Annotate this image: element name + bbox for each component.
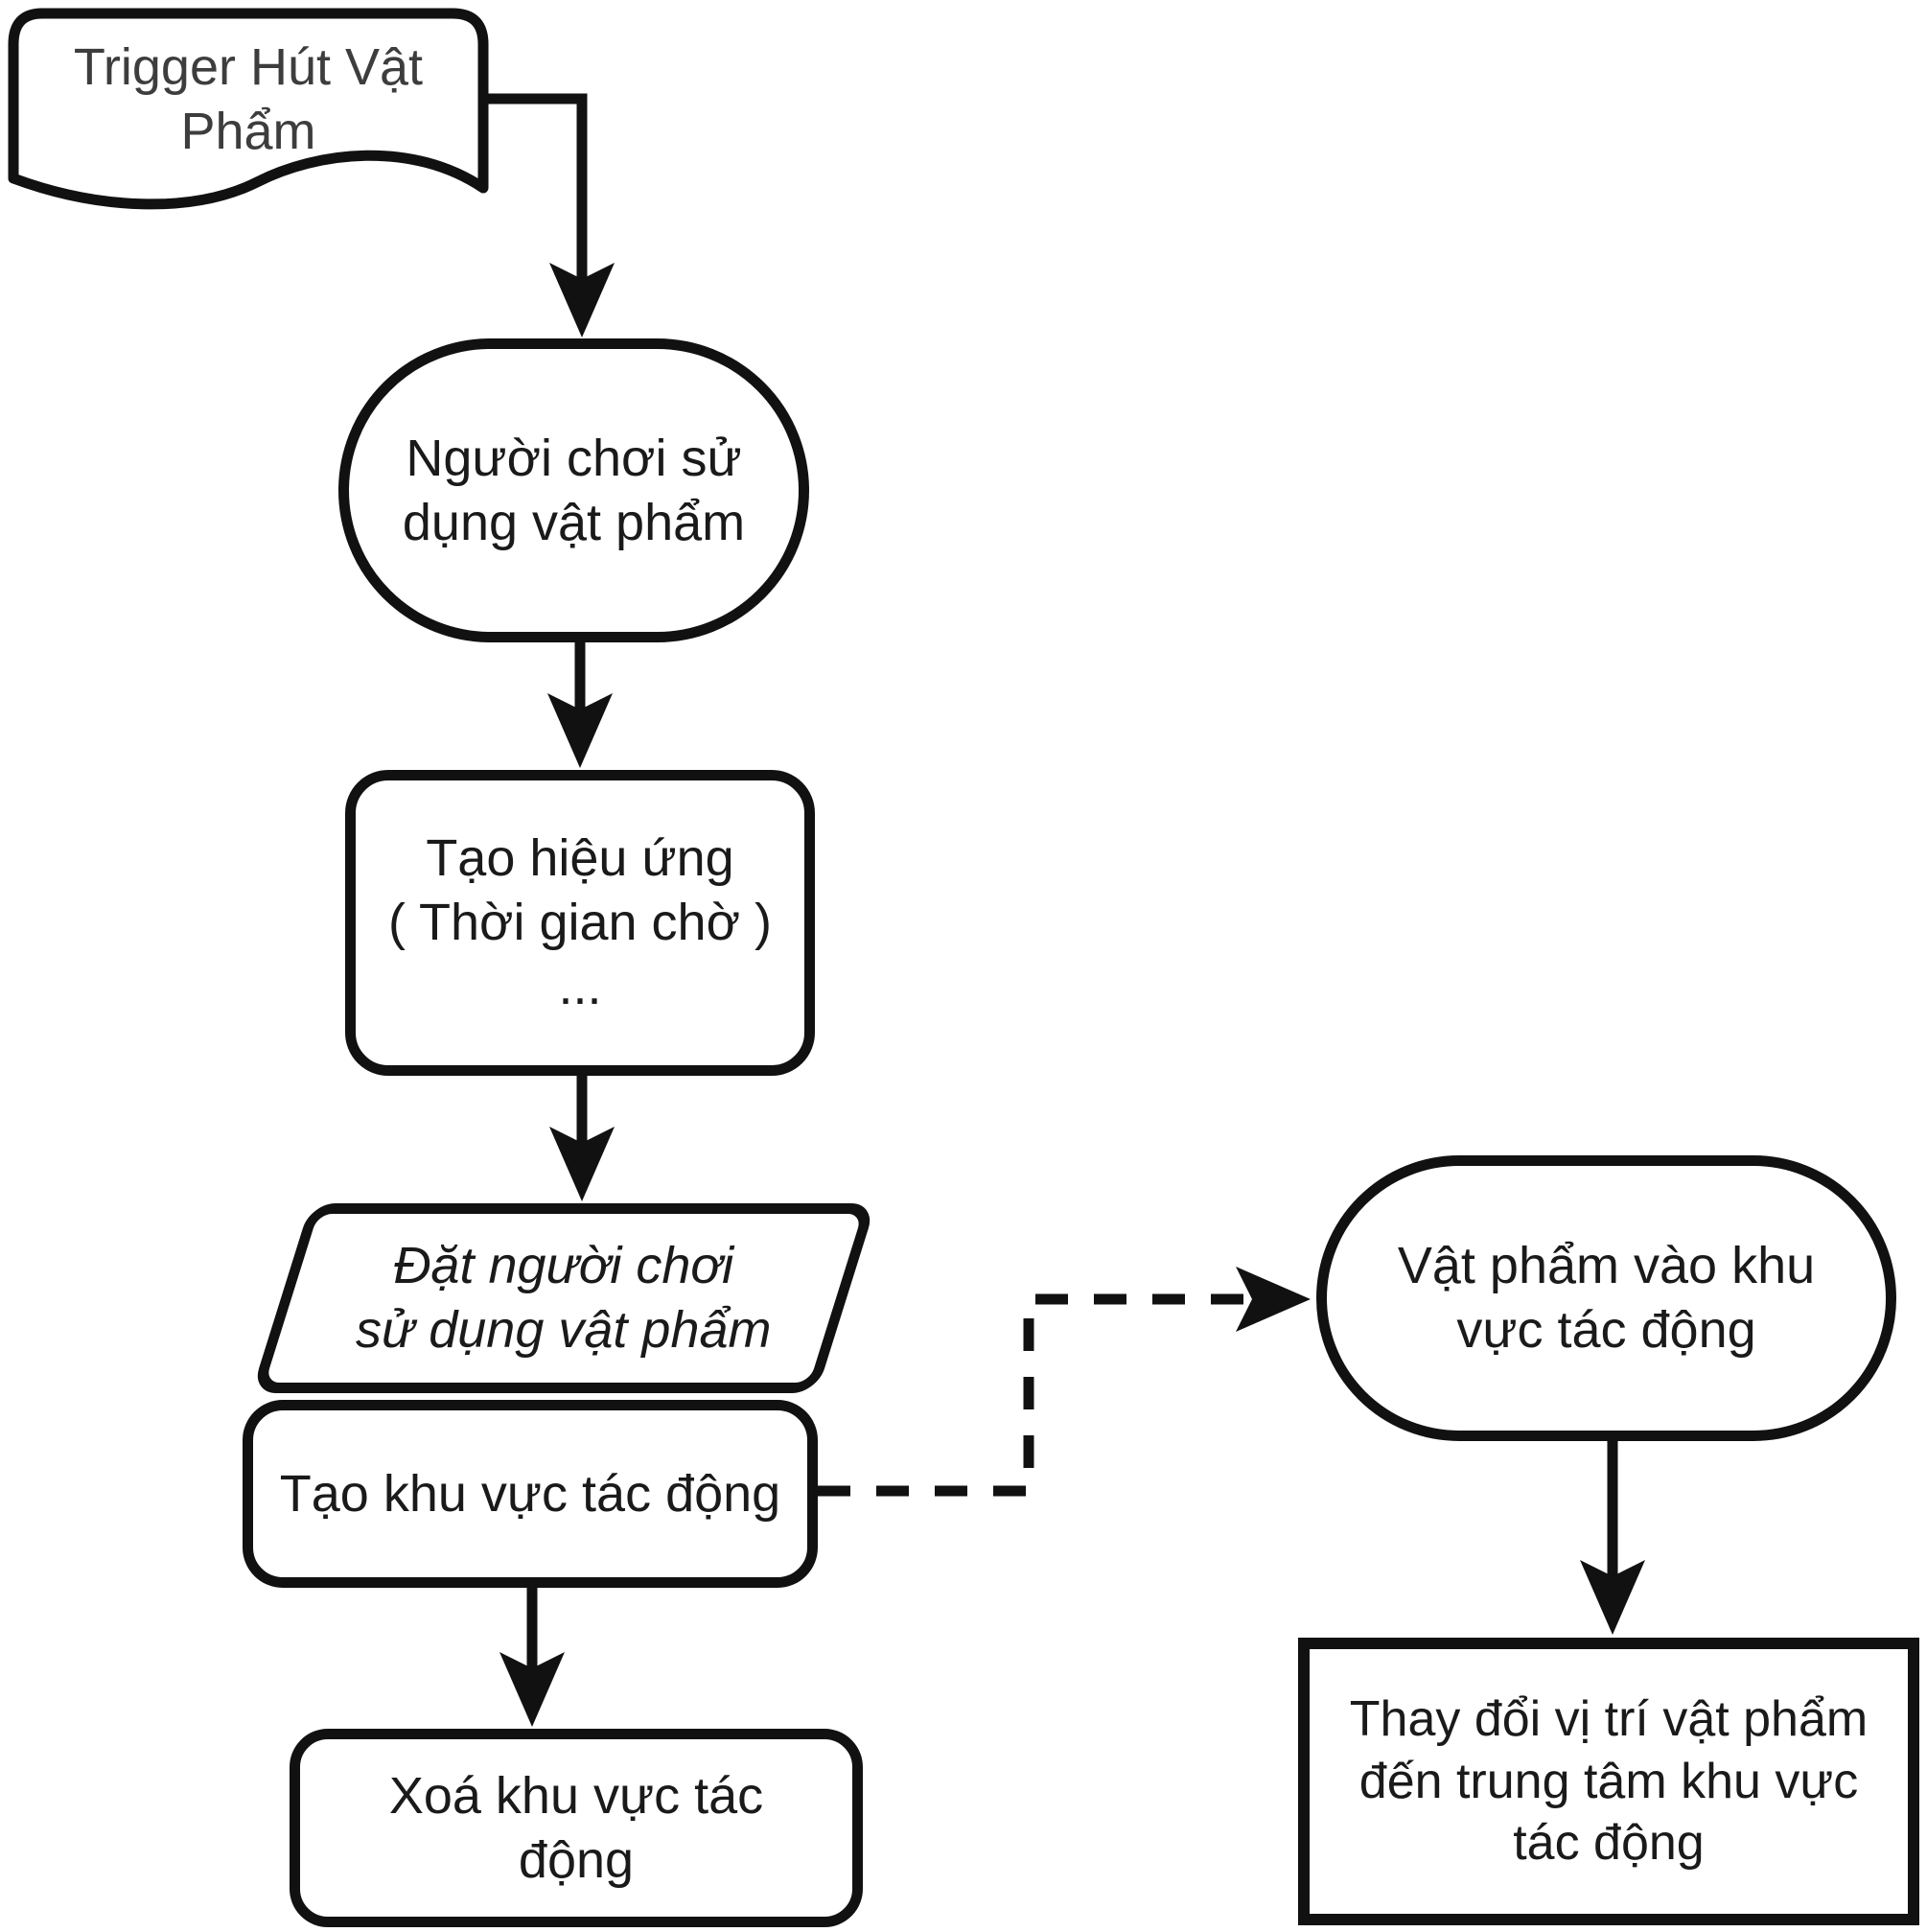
arrowhead-down-1 [549, 263, 615, 338]
node-move-item-to-center: Thay đổi vị trí vật phẩm đến trung tâm k… [1298, 1638, 1919, 1925]
edge-trigger-to-useitem [483, 93, 588, 283]
node-player-use-item: Người chơi sử dụng vật phẩm [338, 338, 809, 642]
document-shape [8, 8, 489, 210]
node-trigger-document: Trigger Hút Vật Phẩm [73, 38, 424, 160]
arrowhead-down-2 [547, 693, 613, 768]
edge-createzone-to-itementer-dashed [818, 1293, 1246, 1497]
arrowhead-down-4 [499, 1652, 565, 1727]
node-set-player-use-item-label: Đặt người chơi sử dụng vật phẩm [356, 1237, 772, 1359]
node-create-impact-zone: Tạo khu vực tác động [243, 1400, 818, 1588]
arrowhead-down-5 [1580, 1560, 1645, 1635]
node-delete-impact-zone: Xoá khu vực tác động [290, 1729, 863, 1927]
node-item-enters-zone: Vật phẩm vào khu vực tác động [1316, 1155, 1896, 1441]
node-create-effect: Tạo hiệu ứng ( Thời gian chờ ) ... [345, 770, 815, 1076]
node-set-player-use-item: Đặt người chơi sử dụng vật phẩm [250, 1203, 877, 1393]
arrowhead-down-3 [549, 1127, 615, 1201]
arrowhead-right-1 [1236, 1267, 1311, 1332]
